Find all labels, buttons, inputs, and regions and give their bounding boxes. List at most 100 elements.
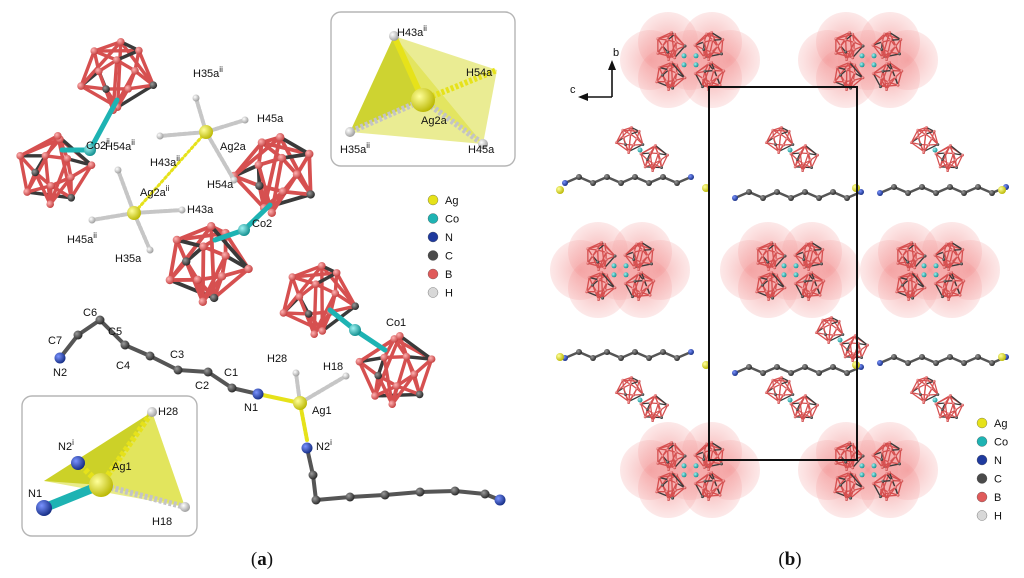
space-fill-cluster-group (620, 12, 760, 108)
chain-atom (688, 349, 694, 355)
bond (383, 490, 422, 497)
legend-label: H (994, 511, 1002, 523)
chain-atom (844, 195, 850, 201)
cobalt-atom (932, 397, 938, 403)
carborane-cage (934, 394, 964, 422)
chain-atom (746, 189, 752, 195)
legend-swatch (976, 510, 988, 521)
carborane-cage (814, 316, 845, 344)
carborane-clusters-a (16, 38, 436, 409)
chain-atom (961, 360, 967, 366)
carborane-cage (909, 376, 940, 404)
label-h28: H28 (267, 353, 287, 365)
carborane-cage (639, 144, 669, 173)
cobalt-atom (859, 463, 865, 469)
legend-label: Ag (445, 195, 458, 207)
chain-atom (562, 180, 568, 186)
legend-item-c: C (427, 250, 453, 263)
cobalt-atom (921, 263, 927, 269)
legend-swatch (427, 268, 439, 280)
nitrogen-atom (494, 494, 506, 506)
label-ag2a: Ag2a (220, 141, 247, 153)
chain-atom (604, 349, 610, 355)
label-n1: N1 (244, 402, 258, 414)
chain-atom (802, 189, 808, 195)
carborane-cage (655, 61, 687, 91)
legend-swatch (427, 213, 439, 224)
label-c5: C5 (108, 326, 122, 338)
axis-label-b: b (613, 47, 619, 59)
legend-item-b: B (976, 491, 1001, 504)
bond (352, 327, 388, 353)
legend-swatch (427, 250, 439, 261)
chain-atom (989, 190, 995, 196)
carborane-clusters-b (614, 126, 964, 422)
space-fill-cage (700, 30, 760, 90)
legend-swatch (427, 194, 439, 206)
cobalt-atom (933, 263, 939, 269)
cobalt-atom (871, 53, 877, 59)
carborane-cage (793, 241, 825, 271)
legend-item-co: Co (427, 213, 459, 226)
chain-atom (975, 354, 981, 360)
carborane-cage (614, 376, 645, 404)
legend-label: N (994, 455, 1002, 467)
cobalt-atom (859, 62, 865, 68)
space-fill-cage (620, 440, 680, 500)
legend-label: H (445, 288, 453, 300)
legend-label: B (445, 269, 452, 281)
label-c3: C3 (170, 349, 184, 361)
space-fill-cage (798, 30, 858, 90)
legend-label: Ag (994, 418, 1007, 430)
bond (348, 493, 387, 499)
carbon-atom (311, 495, 321, 505)
chain-atom (933, 190, 939, 196)
space-fill-cage (620, 30, 680, 90)
bond (176, 368, 210, 374)
hydrogen-atom (292, 369, 300, 377)
carbon-atom (173, 365, 183, 375)
bond (87, 97, 120, 153)
chain-atom (576, 174, 582, 180)
space-fill-cluster-group (550, 222, 690, 318)
space-fill-cage (800, 240, 860, 300)
silver-atom (998, 186, 1006, 194)
carborane-cage (656, 441, 687, 471)
carbon-atom (345, 492, 355, 502)
chain-atom (858, 189, 864, 195)
hydrogen-atom (146, 246, 154, 254)
chain-atom (604, 174, 610, 180)
legend-swatch (427, 287, 439, 298)
label-c7: C7 (48, 335, 62, 347)
chain-atom (632, 174, 638, 180)
chain-atom (830, 364, 836, 370)
legend-swatch (976, 436, 988, 447)
hydrogen-atom (88, 216, 96, 224)
cobalt-atom (793, 263, 799, 269)
label-c1: C1 (224, 367, 238, 379)
chain-atom (674, 180, 680, 186)
chain-atom (688, 174, 694, 180)
carborane-cage (656, 31, 687, 61)
bond (158, 130, 208, 138)
cobalt-atom (781, 272, 787, 278)
chain-atom (674, 355, 680, 361)
label-ag1: Ag1 (312, 405, 332, 417)
chain-atom (830, 189, 836, 195)
label-h54a: H54a (207, 179, 234, 191)
bond (206, 370, 234, 390)
cobalt-atom (681, 463, 687, 469)
space-fill-cluster-group (798, 12, 938, 108)
chain-atom (732, 195, 738, 201)
carborane-cage (834, 31, 865, 61)
space-fill-cage (700, 440, 760, 500)
legend-label: N (445, 232, 453, 244)
inset-label-h35aii: H35aii (340, 141, 370, 156)
chain-atom (891, 184, 897, 190)
carbon-atom (480, 489, 490, 499)
silver-atom (556, 353, 564, 361)
cobalt-atom (693, 463, 699, 469)
carborane-cage (909, 126, 940, 155)
cobalt-atom (787, 147, 793, 153)
